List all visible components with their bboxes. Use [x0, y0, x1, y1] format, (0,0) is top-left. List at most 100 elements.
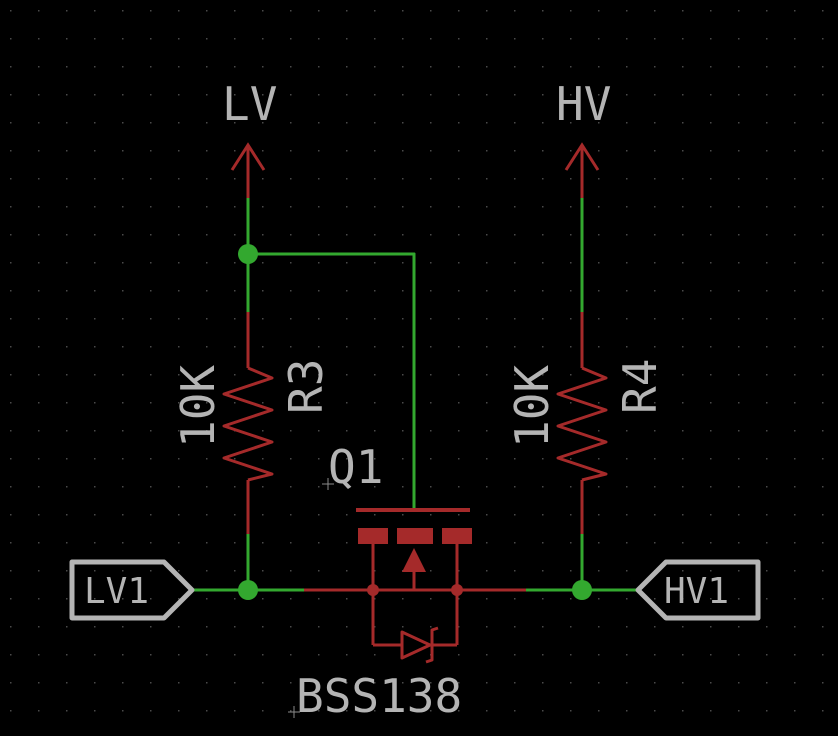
origin-marks — [288, 478, 334, 718]
grid-dot — [122, 598, 124, 600]
grid-dot — [318, 318, 320, 320]
grid-dot — [178, 66, 180, 68]
grid-dot — [430, 10, 432, 12]
grid-dot — [598, 10, 600, 12]
grid-dot — [290, 122, 292, 124]
grid-dot — [262, 318, 264, 320]
grid-dot — [290, 206, 292, 208]
grid-dot — [374, 150, 376, 152]
port-lv1[interactable]: LV1 — [69, 559, 195, 621]
grid-dot — [290, 262, 292, 264]
grid-dot — [206, 10, 208, 12]
junction-hv-drain — [572, 580, 592, 600]
grid-dot — [122, 486, 124, 488]
grid-dot — [262, 10, 264, 12]
grid-dot — [570, 682, 572, 684]
resistor-r4-body — [556, 312, 608, 534]
grid-dot — [206, 486, 208, 488]
grid-dot — [122, 346, 124, 348]
grid-dot — [262, 654, 264, 656]
grid-dot — [542, 402, 544, 404]
junction-lv-source — [238, 580, 258, 600]
mosfet-body-arrow — [402, 548, 426, 572]
grid-dot — [38, 542, 40, 544]
grid-dot — [150, 262, 152, 264]
grid-dot — [766, 486, 768, 488]
grid-dot — [514, 234, 516, 236]
grid-dot — [486, 402, 488, 404]
grid-dot — [94, 570, 96, 572]
grid-dot — [178, 598, 180, 600]
grid-dot — [346, 38, 348, 40]
grid-dot — [430, 234, 432, 236]
grid-dot — [738, 66, 740, 68]
grid-dot — [402, 10, 404, 12]
grid-dot — [234, 178, 236, 180]
grid-dot — [430, 206, 432, 208]
grid-dot — [94, 710, 96, 712]
grid-dot — [234, 10, 236, 12]
grid-dot — [654, 346, 656, 348]
grid-dot — [290, 598, 292, 600]
grid-dot — [66, 374, 68, 376]
port-hv1[interactable]: HV1 — [635, 559, 761, 621]
grid-dot — [738, 458, 740, 460]
mosfet-drain-bar — [442, 528, 472, 544]
grid-dot — [738, 542, 740, 544]
grid-dot — [710, 626, 712, 628]
grid-dot — [710, 206, 712, 208]
grid-dot — [262, 626, 264, 628]
grid-dot — [822, 66, 824, 68]
grid-dot — [626, 570, 628, 572]
grid-dot — [122, 710, 124, 712]
grid-dot — [374, 682, 376, 684]
resistor-r4-value: 10K — [505, 365, 559, 448]
grid-dot — [458, 234, 460, 236]
grid-dot — [262, 682, 264, 684]
grid-dot — [206, 374, 208, 376]
grid-dot — [178, 626, 180, 628]
grid-dot — [486, 346, 488, 348]
grid-dot — [318, 94, 320, 96]
grid-dot — [514, 206, 516, 208]
grid-dot — [262, 206, 264, 208]
grid-dot — [150, 654, 152, 656]
grid-dot — [682, 458, 684, 460]
grid-dot — [66, 234, 68, 236]
grid-dot — [598, 570, 600, 572]
grid-dot — [458, 290, 460, 292]
grid-dot — [290, 458, 292, 460]
grid-dot — [794, 598, 796, 600]
grid-dot — [486, 262, 488, 264]
grid-dot — [542, 374, 544, 376]
grid-dot — [626, 150, 628, 152]
grid-dot — [598, 38, 600, 40]
grid-dot — [94, 654, 96, 656]
grid-dot — [570, 206, 572, 208]
grid-dot — [710, 402, 712, 404]
grid-dot — [346, 570, 348, 572]
resistor-r4-name: R4 — [613, 359, 667, 414]
grid-dot — [10, 178, 12, 180]
grid-dot — [150, 514, 152, 516]
grid-dot — [598, 626, 600, 628]
grid-dot — [682, 290, 684, 292]
grid-dot — [234, 318, 236, 320]
grid-dot — [766, 542, 768, 544]
grid-dot — [794, 346, 796, 348]
grid-dot — [458, 598, 460, 600]
grid-dot — [234, 374, 236, 376]
grid-dot — [542, 122, 544, 124]
grid-dot — [318, 150, 320, 152]
grid-dot — [682, 346, 684, 348]
grid-dot — [822, 346, 824, 348]
grid-dot — [346, 430, 348, 432]
grid-dot — [10, 206, 12, 208]
grid-dot — [346, 206, 348, 208]
grid-dot — [38, 430, 40, 432]
grid-dot — [10, 542, 12, 544]
grid-dot — [402, 66, 404, 68]
grid-dot — [822, 682, 824, 684]
grid-dot — [542, 486, 544, 488]
grid-dot — [346, 150, 348, 152]
